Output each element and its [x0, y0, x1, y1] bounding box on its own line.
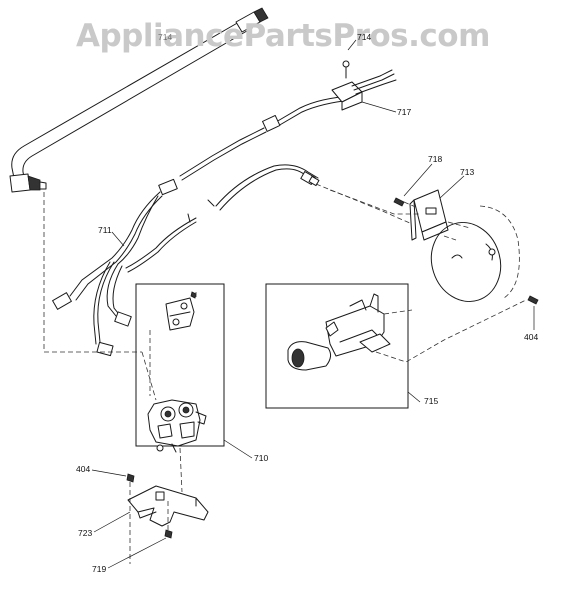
box-715: [265, 283, 409, 409]
box-710: [135, 283, 225, 447]
callout-404-right: 404: [524, 332, 538, 342]
housing-disc: [430, 205, 520, 302]
sensor-leads: [215, 164, 320, 211]
leader-lines: [91, 39, 535, 569]
callout-723: 723: [78, 528, 92, 538]
watermark-text: AppliancePartsPros.com: [76, 18, 490, 54]
screw-404-right: [527, 295, 539, 305]
callout-711: 711: [98, 225, 112, 235]
callout-710: 710: [254, 453, 268, 463]
callout-717: 717: [397, 107, 411, 117]
valve-bracket: [165, 291, 197, 331]
callout-714-top: 714: [357, 32, 371, 42]
water-valve-710: [147, 399, 207, 453]
water-tube: [9, 7, 269, 193]
assembly-lines: [43, 183, 527, 564]
callout-715: 715: [424, 396, 438, 406]
screw-719: [164, 529, 173, 539]
callout-713: 713: [460, 167, 474, 177]
bracket-713: [409, 189, 449, 241]
callout-404-left: 404: [76, 464, 90, 474]
screw-718: [393, 197, 405, 207]
screw-404-left: [126, 473, 135, 483]
callout-718: 718: [428, 154, 442, 164]
switch-715: [287, 293, 391, 371]
callout-719: 719: [92, 564, 106, 574]
callout-tube: 714: [158, 32, 172, 42]
